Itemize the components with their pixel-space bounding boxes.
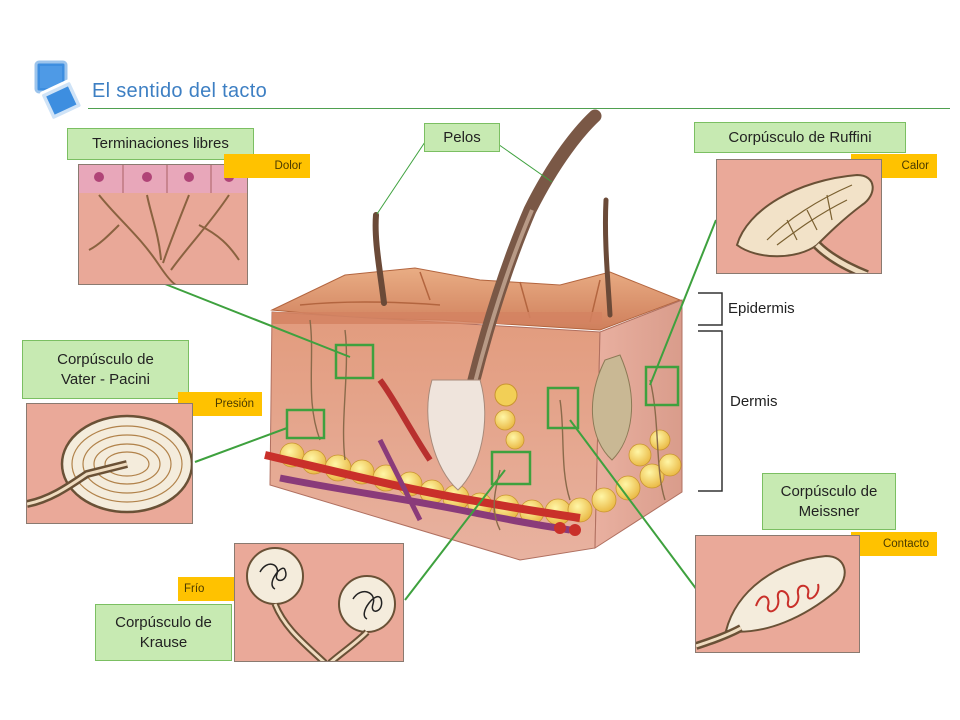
page-title: El sentido del tacto xyxy=(92,80,267,102)
ruffini-label: Corpúsculo de Ruffini xyxy=(694,122,906,153)
epidermis-label: Epidermis xyxy=(728,300,795,317)
meissner-label-line1: Corpúsculo de xyxy=(780,482,878,500)
krause-label: Corpúsculo de Krause xyxy=(95,604,232,661)
title-divider xyxy=(88,108,950,109)
tag-contacto: Contacto xyxy=(851,532,937,556)
vater-pacini-label-line1: Corpúsculo de xyxy=(57,350,154,368)
dermis-label: Dermis xyxy=(730,393,778,410)
meissner-label: Corpúsculo de Meissner xyxy=(762,473,896,530)
pelos-label: Pelos xyxy=(424,123,500,152)
vater-pacini-label: Corpúsculo de Vater - Pacini xyxy=(22,340,189,399)
meissner-label-line2: Meissner xyxy=(798,502,860,520)
tag-frio: Frío xyxy=(178,577,234,601)
krause-label-line1: Corpúsculo de xyxy=(115,613,212,631)
krause-panel xyxy=(234,543,404,662)
vater-pacini-label-line2: Vater - Pacini xyxy=(61,370,150,388)
vater-pacini-panel xyxy=(26,403,193,524)
terminaciones-libres-panel xyxy=(78,164,248,285)
meissner-panel xyxy=(695,535,860,653)
tag-dolor: Dolor xyxy=(224,154,310,178)
krause-label-line2: Krause xyxy=(139,633,188,651)
slide-logo-icon xyxy=(30,60,86,124)
ruffini-panel xyxy=(716,159,882,274)
terminaciones-libres-label: Terminaciones libres xyxy=(67,128,254,160)
